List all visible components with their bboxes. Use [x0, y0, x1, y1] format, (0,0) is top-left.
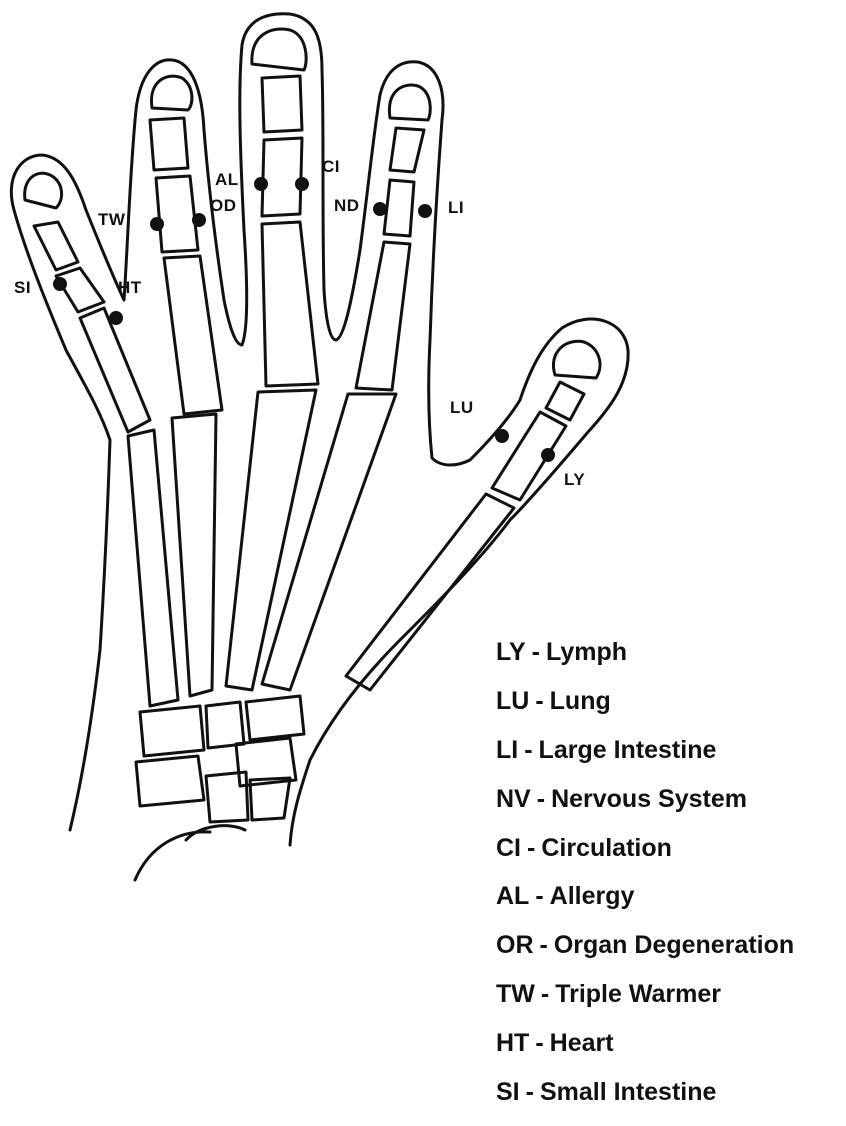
- bone: [150, 118, 188, 170]
- nail: [151, 76, 191, 110]
- point-label-li: LI: [448, 198, 464, 218]
- legend-item: CI-Circulation: [496, 833, 794, 882]
- legend-item: OR-Organ Degeneration: [496, 930, 794, 979]
- nail: [553, 341, 600, 378]
- point-label-tw: TW: [98, 210, 125, 230]
- point-dot-al: [254, 177, 268, 191]
- bone: [262, 76, 302, 132]
- bone: [226, 390, 316, 690]
- bone: [172, 414, 216, 696]
- bone: [384, 180, 414, 236]
- point-dot-li: [418, 204, 432, 218]
- bone: [390, 128, 424, 172]
- bone: [140, 706, 204, 756]
- legend-item: AL-Allergy: [496, 881, 794, 930]
- bone: [206, 772, 248, 822]
- point-label-od: OD: [210, 196, 237, 216]
- legend-item: TW-Triple Warmer: [496, 979, 794, 1028]
- legend-item: HT-Heart: [496, 1028, 794, 1077]
- legend-item: LU-Lung: [496, 686, 794, 735]
- point-dot-ht: [109, 311, 123, 325]
- bone: [546, 382, 584, 420]
- point-dot-nd: [373, 202, 387, 216]
- point-label-ci: CI: [322, 157, 340, 177]
- point-dot-si: [53, 277, 67, 291]
- bone: [206, 702, 244, 748]
- nail: [252, 29, 306, 70]
- bone: [34, 222, 78, 270]
- legend-item: SI-Small Intestine: [496, 1077, 794, 1126]
- bone: [128, 430, 178, 706]
- point-dot-od: [192, 213, 206, 227]
- point-label-nd: ND: [334, 196, 360, 216]
- legend: LY-Lymph LU-Lung LI-Large Intestine NV-N…: [496, 637, 794, 1126]
- nail: [389, 85, 430, 120]
- nail: [25, 173, 62, 208]
- point-label-ly: LY: [564, 470, 585, 490]
- point-dot-tw: [150, 217, 164, 231]
- bone: [262, 222, 318, 386]
- point-label-si: SI: [14, 278, 31, 298]
- bone: [262, 138, 302, 216]
- bone: [246, 696, 304, 740]
- legend-item: LY-Lymph: [496, 637, 794, 686]
- wrist-crease: [135, 832, 210, 880]
- bone: [164, 256, 222, 414]
- point-label-ht: HT: [118, 278, 142, 298]
- bone: [156, 176, 198, 252]
- point-label-al: AL: [215, 170, 239, 190]
- point-dot-lu: [495, 429, 509, 443]
- bone: [346, 494, 514, 690]
- wrist-crease: [186, 826, 245, 840]
- legend-item: NV-Nervous System: [496, 784, 794, 833]
- point-label-lu: LU: [450, 398, 474, 418]
- point-dot-ly: [541, 448, 555, 462]
- bone: [356, 242, 410, 390]
- bone: [136, 756, 204, 806]
- bone: [80, 308, 150, 432]
- point-dot-ci: [295, 177, 309, 191]
- legend-item: LI-Large Intestine: [496, 735, 794, 784]
